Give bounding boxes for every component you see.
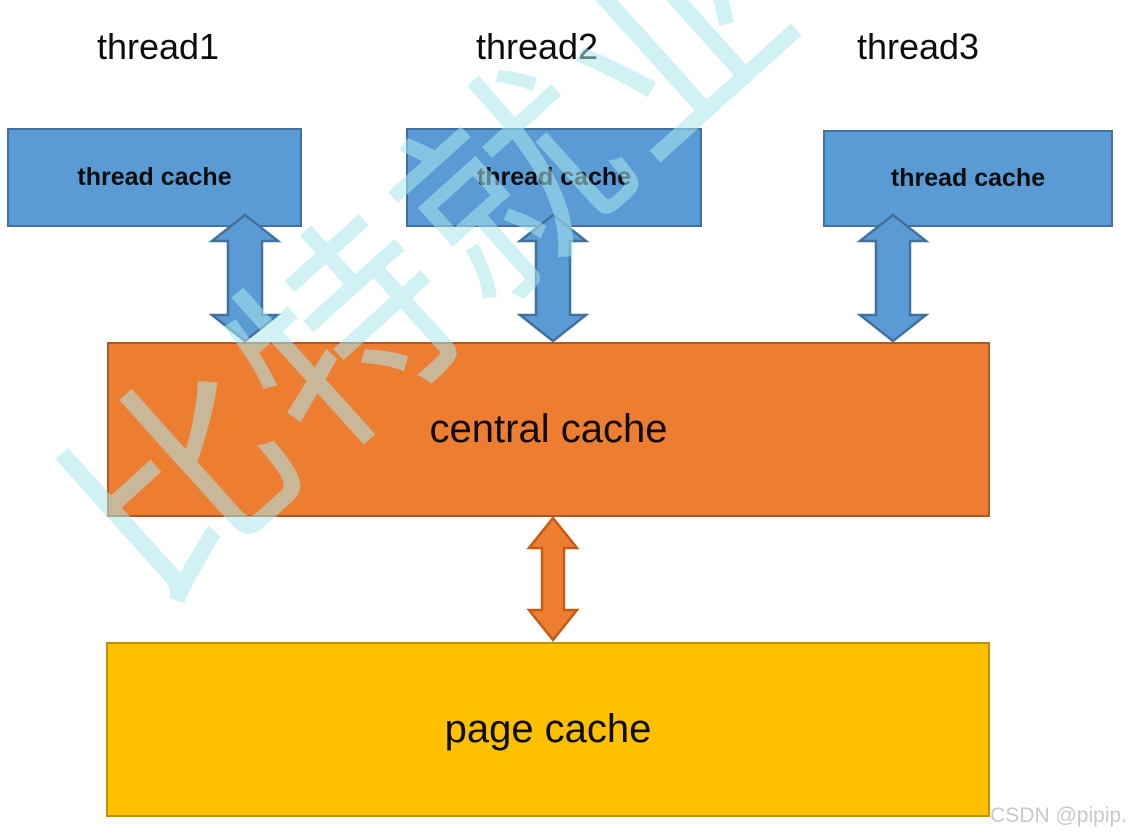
thread2-central-bidirectional-arrow	[516, 213, 590, 343]
thread2-title: thread2	[475, 26, 599, 67]
csdn-credit-text: CSDN @pipip.	[990, 804, 1127, 827]
thread1-central-bidirectional-arrow	[208, 213, 282, 343]
page-cache-box: page cache	[106, 642, 990, 817]
thread-cache-box-3-label: thread cache	[890, 164, 1046, 192]
thread-cache-box-3: thread cache	[823, 130, 1113, 227]
central-page-bidirectional-arrow	[526, 515, 580, 643]
thread-cache-box-1-label: thread cache	[77, 163, 232, 191]
thread-cache-box-2-label: thread cache	[476, 163, 632, 191]
thread3-central-bidirectional-arrow	[856, 213, 930, 343]
thread1-title: thread1	[96, 26, 220, 67]
central-cache-label: central cache	[429, 407, 668, 451]
page-cache-label: page cache	[444, 707, 652, 751]
central-cache-box: central cache	[107, 342, 990, 517]
thread-cache-box-2: thread cache	[406, 128, 702, 227]
watermark-text: 比特就业	[23, 0, 842, 645]
thread3-title: thread3	[856, 26, 980, 67]
thread-cache-box-1: thread cache	[7, 128, 302, 227]
